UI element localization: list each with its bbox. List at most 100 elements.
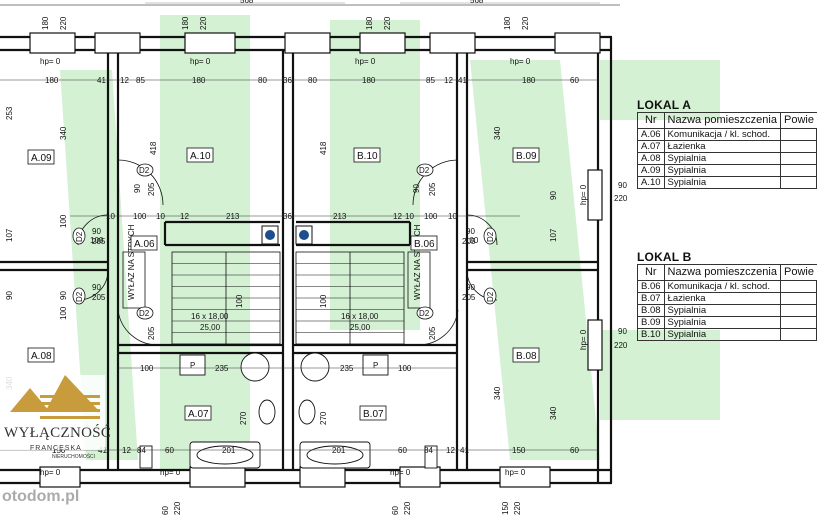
dim-top-568-b: 568 [470,0,484,5]
door-tags [72,163,497,320]
dim-bottom: 201 [222,446,236,455]
header-name: Nazwa pomieszczenia [663,112,781,129]
room-nr: B.08 [637,304,665,317]
dim-door: 90 [466,283,475,292]
dim-mid: 10 [448,212,457,221]
hp-label: hp= 0 [40,468,61,477]
dim-vert: 90 [133,184,142,193]
room-a06: A.06 [134,239,155,250]
dim-mid: 10 [405,212,414,221]
dim-vert: 253 [5,106,14,120]
dim-row: 180 [45,76,59,85]
dim-bottom: 60 [165,446,174,455]
stairs-height-a: 25,00 [200,323,221,332]
dim-mid: 10 [106,212,115,221]
dim-vert: 340 [549,406,558,420]
hp-label: hp= 0 [390,468,411,477]
room-area [779,304,818,317]
dim-mid: 213 [333,212,347,221]
room-nr: A.10 [637,176,665,189]
dim-mid: 100 [90,236,104,245]
room-area [779,292,818,305]
dim-vert: 205 [428,182,437,196]
room-name: Łazienka [663,292,781,305]
dim-lower: 100 [140,364,154,373]
dim-mid: 36 [283,212,292,221]
stair-steps [172,263,404,333]
dim-top-568-a: 568 [240,0,254,5]
room-a09: A.09 [31,153,52,164]
dim-door: 205 [92,293,106,302]
dim-row: 12 [120,76,129,85]
dim-row: 41 [458,76,467,85]
dim-vert: 418 [149,141,158,155]
header-name: Nazwa pomieszczenia [663,264,781,281]
bathroom-fixtures [139,352,438,469]
dim-bottom: 150 [512,446,526,455]
room-a07: A.07 [188,409,209,420]
room-name: Komunikacja / kl. schod. [663,128,781,141]
watermark-site: otodom.pl [2,488,80,505]
dim-top: 220 [383,16,392,30]
lokal-a-title: LOKAL A [637,98,692,112]
header-area: Powie [779,264,817,281]
appliance-label-a: P [190,361,195,370]
dim-bottom: 60 [398,446,407,455]
dim-row: 36 [283,76,292,85]
dim-side: 220 [614,194,628,203]
room-nr: B.09 [637,316,665,329]
dim-door: 90 [466,227,475,236]
dim-door: 205 [462,293,476,302]
room-name: Łazienka [663,140,781,153]
windows [29,32,603,488]
door-tag: D2 [486,231,495,242]
dim-vert: 100 [59,306,68,320]
room-area [779,164,818,177]
dim-door: 90 [92,283,101,292]
header-area: Powie [779,112,817,129]
room-name: Sypialnia [663,304,781,317]
dim-row: 85 [426,76,435,85]
door-tag: D2 [75,231,84,242]
room-a08: A.08 [31,351,52,362]
dim-bottom: 60 [570,446,579,455]
dim-vert: 270 [239,411,248,425]
dim-bottom: 84 [137,446,146,455]
dim-side: 90 [618,327,627,336]
dim-bottom: 12 [446,446,455,455]
dim-bottom: 12 [122,446,131,455]
background-watermark-shapes [60,15,720,470]
dim-vert: 107 [5,228,14,242]
dim-top: 180 [181,16,190,30]
dim-vert: 100 [235,294,244,308]
dim-bottom: 84 [424,446,433,455]
dim-vert: 90 [5,291,14,300]
dim-bottom-rot: 60 [391,506,400,515]
hp-label: hp= 0 [510,57,531,66]
door-tag: D2 [139,309,150,318]
room-area [779,128,818,141]
dim-row: 60 [570,76,579,85]
dim-bottom-rot: 220 [513,501,522,515]
room-name: Sypialnia [663,152,781,165]
room-area [779,316,818,329]
dim-row: 41 [97,76,106,85]
dim-vert: 90 [59,291,68,300]
room-name: Sypialnia [663,176,781,189]
room-b08: B.08 [516,351,537,362]
room-b10: B.10 [357,151,378,162]
dim-vert: 340 [59,126,68,140]
dim-lower: 235 [340,364,354,373]
lokal-a-table: LOKAL A Nr Nazwa pomieszczenia Powie A.0… [637,98,818,189]
dim-row: 180 [362,76,376,85]
dim-row: 12 [444,76,453,85]
room-b09: B.09 [516,151,537,162]
room-nr: A.06 [637,128,665,141]
dim-top: 220 [199,16,208,30]
attic-hatches [122,251,431,309]
